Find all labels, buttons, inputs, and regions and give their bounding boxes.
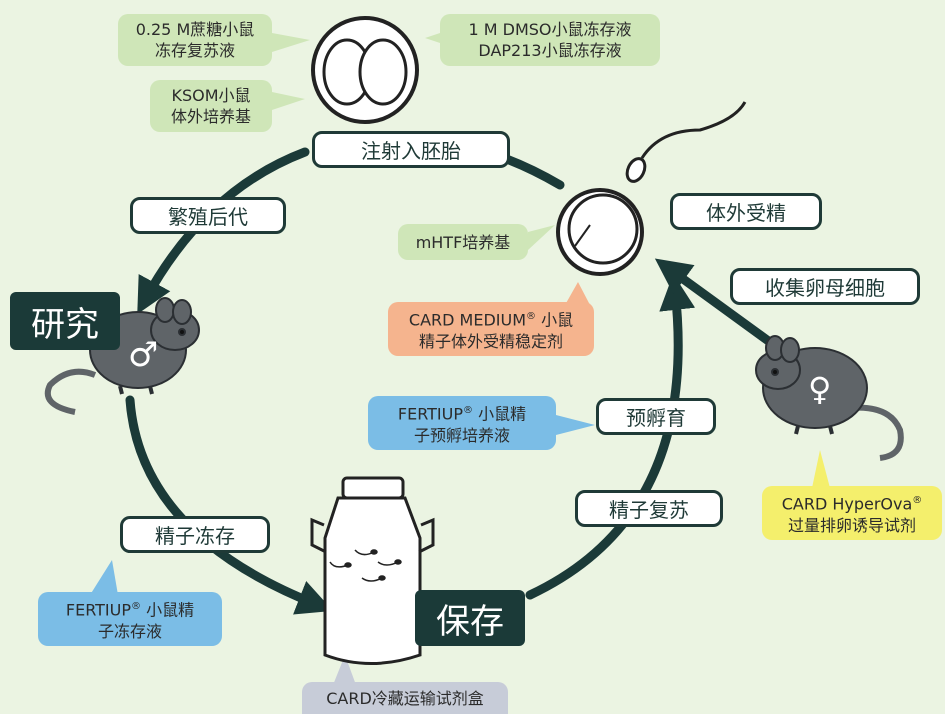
dmso-line-1: 1 M DMSO小鼠冻存液 <box>468 20 632 39</box>
hyperova-line-2: 过量排卵诱导试剂 <box>787 515 916 535</box>
preincubation-pill: 预孵育 <box>596 398 716 435</box>
registered-mark: ® <box>131 601 142 613</box>
research-label: 研究 <box>10 292 120 350</box>
card-medium-suffix: 小鼠 <box>536 310 574 330</box>
hyperova-line-1: CARD HyperOva® <box>782 490 923 514</box>
card-medium-line-1: CARD MEDIUM® 小鼠 <box>409 306 573 330</box>
oocyte-icon <box>556 188 644 276</box>
two-cell-embryo-icon <box>311 16 419 124</box>
sucrose-line-2: 冻存复苏液 <box>154 41 235 60</box>
breeding-pill: 繁殖后代 <box>130 197 286 234</box>
fertiup-cryo-name: FERTIUP <box>65 600 132 620</box>
sucrose-callout: 0.25 M蔗糖小鼠 冻存复苏液 <box>118 14 272 66</box>
registered-mark: ® <box>526 311 536 323</box>
card-medium-callout: CARD MEDIUM® 小鼠 精子体外受精稳定剂 <box>388 302 594 356</box>
fertiup-pre-suffix: 小鼠精 <box>473 404 527 424</box>
hyperova-callout: CARD HyperOva® 过量排卵诱导试剂 <box>762 486 942 540</box>
ivf-pill: 体外受精 <box>670 193 822 230</box>
dmso-callout: 1 M DMSO小鼠冻存液 DAP213小鼠冻存液 <box>440 14 660 66</box>
card-medium-name: CARD MEDIUM <box>408 310 526 330</box>
sperm-thawing-pill: 精子复苏 <box>575 490 723 527</box>
sucrose-line-1: 0.25 M蔗糖小鼠 <box>135 20 255 39</box>
registered-mark: ® <box>463 405 474 417</box>
male-symbol: ♂ <box>128 335 158 375</box>
ksom-line-2: 体外培养基 <box>170 107 251 126</box>
fertiup-cryo-callout: FERTIUP® 小鼠精 子冻存液 <box>38 592 222 646</box>
fertiup-cryo-suffix: 小鼠精 <box>141 600 195 620</box>
card-medium-line-2: 精子体外受精稳定剂 <box>418 331 563 351</box>
mhtf-callout: mHTF培养基 <box>398 224 528 260</box>
fertiup-preincubation-callout: FERTIUP® 小鼠精 子预孵培养液 <box>368 396 556 450</box>
oocyte-collection-pill: 收集卵母细胞 <box>730 268 920 305</box>
fertiup-pre-line-2: 子预孵培养液 <box>413 425 510 445</box>
callout-tails <box>90 28 830 685</box>
hyperova-name: CARD HyperOva <box>781 494 913 514</box>
dmso-line-2: DAP213小鼠冻存液 <box>478 41 622 60</box>
fertiup-pre-name: FERTIUP <box>397 404 464 424</box>
fertiup-pre-line-1: FERTIUP® 小鼠精 <box>398 400 526 424</box>
ksom-callout: KSOM小鼠 体外培养基 <box>150 80 272 132</box>
sperm-freezing-pill: 精子冻存 <box>120 516 270 553</box>
registered-mark: ® <box>912 495 923 507</box>
embryo-transfer-pill: 注射入胚胎 <box>312 131 510 168</box>
storage-label: 保存 <box>415 590 525 646</box>
fertiup-cryo-line-1: FERTIUP® 小鼠精 <box>66 596 194 620</box>
female-symbol: ♀ <box>808 370 831 408</box>
sperm-icon <box>625 101 747 183</box>
ksom-line-1: KSOM小鼠 <box>171 86 251 105</box>
mouse-female-icon <box>755 335 904 461</box>
fertiup-cryo-line-2: 子冻存液 <box>97 621 162 641</box>
card-box-callout: CARD冷藏运输试剂盒 <box>302 682 508 714</box>
